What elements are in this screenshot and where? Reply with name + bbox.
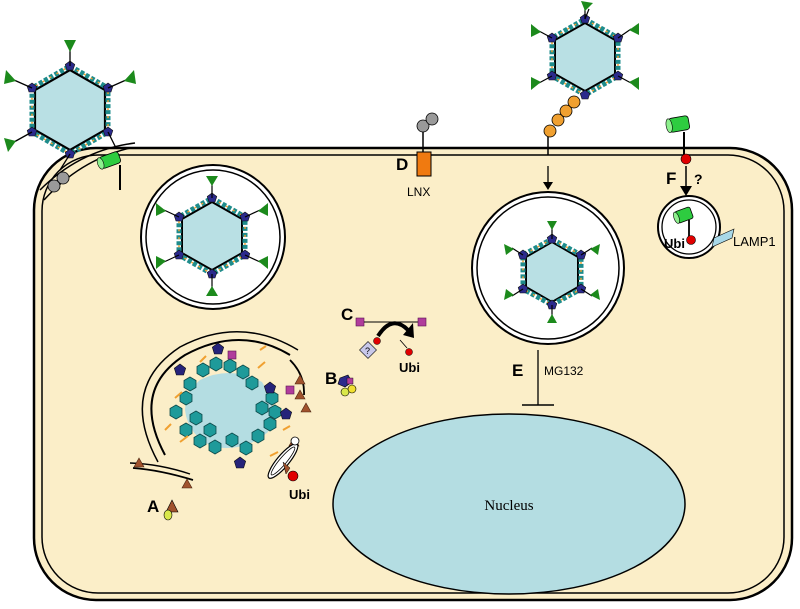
question-f: ? xyxy=(694,171,703,187)
step-c: C ? Ubi xyxy=(341,305,427,375)
virus-top-left xyxy=(4,40,136,171)
step-a: A xyxy=(147,497,179,521)
label-c: C xyxy=(341,305,353,324)
nucleus: Nucleus xyxy=(332,413,686,595)
endosome-left xyxy=(140,164,286,310)
lysosome: Ubi LAMP1 xyxy=(657,195,776,259)
orange-receptor xyxy=(543,95,581,190)
endosome-right xyxy=(471,191,625,345)
lnx-receptor: D LNX xyxy=(396,112,439,199)
lamp1-label: LAMP1 xyxy=(733,234,776,249)
disassembling-endosome xyxy=(129,331,312,489)
f-receptor: F ? xyxy=(665,115,703,196)
mg132-label: MG132 xyxy=(544,364,584,378)
virus-top-right xyxy=(531,1,639,100)
nucleus-label: Nucleus xyxy=(484,498,533,514)
ubi-left-group: Ubi xyxy=(267,436,310,502)
label-d: D xyxy=(396,155,408,174)
mg132-inhibition: E MG132 xyxy=(512,350,584,406)
step-b: B xyxy=(325,369,357,397)
label-b: B xyxy=(325,369,337,388)
ubi-center: Ubi xyxy=(399,360,420,375)
label-f: F xyxy=(666,169,676,188)
ubi-left: Ubi xyxy=(289,487,310,502)
label-a: A xyxy=(147,497,159,516)
label-e: E xyxy=(512,361,523,380)
lnx-label: LNX xyxy=(407,185,430,199)
question-c: ? xyxy=(365,346,370,356)
ubi-right: Ubi xyxy=(664,236,685,251)
entry-receptors-left xyxy=(39,142,136,201)
